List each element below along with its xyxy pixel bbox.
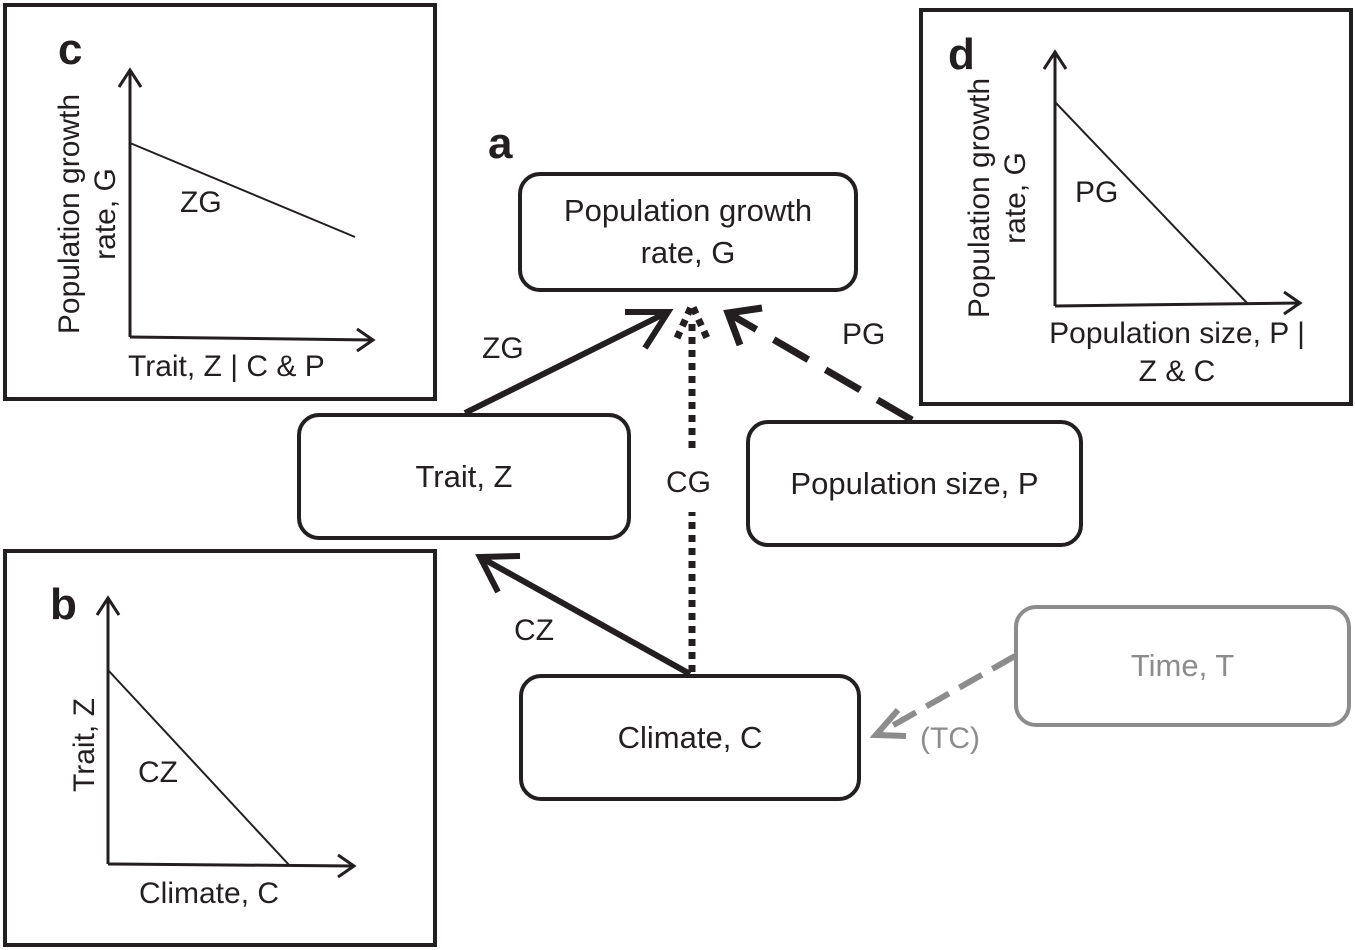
panel-d-line-label: PG bbox=[1075, 176, 1119, 209]
panel-b-y-axis-arrowhead bbox=[95, 595, 121, 616]
panel-b-cz-line bbox=[107, 669, 291, 867]
panel-b-line-label: CZ bbox=[138, 756, 178, 789]
panel-d-y-label: Population growth rate, G bbox=[962, 68, 1034, 328]
panel-c-x-label: Trait, Z | C & P bbox=[128, 350, 325, 383]
edge-zg-arrow bbox=[463, 309, 670, 416]
node-climate: Climate, C bbox=[519, 674, 861, 801]
panel-c-y-label-text: Population growth rate, G bbox=[53, 93, 122, 335]
panel-d-pg-line bbox=[1054, 101, 1249, 305]
panel-c-y-axis-arrowhead bbox=[117, 67, 143, 88]
edge-pg-arrowhead bbox=[723, 304, 763, 347]
panel-c-x-axis bbox=[129, 335, 374, 342]
node-population-growth-rate-label: Population growth rate, G bbox=[563, 193, 813, 270]
edge-cz-arrow bbox=[478, 554, 692, 677]
panel-d-y-axis-arrowhead bbox=[1042, 49, 1068, 70]
panel-c-line-label: ZG bbox=[180, 186, 222, 219]
panel-b-x-label: Climate, C bbox=[139, 877, 280, 910]
panel-a-letter: a bbox=[488, 119, 513, 168]
node-time: Time, T bbox=[1014, 605, 1351, 727]
edge-tc-arrowhead bbox=[869, 708, 907, 739]
node-trait: Trait, Z bbox=[297, 413, 631, 540]
panel-b-x-axis bbox=[107, 862, 355, 868]
panel-d-x-label: Population size, P | Z & C bbox=[1049, 317, 1305, 388]
node-climate-label: Climate, C bbox=[617, 719, 763, 755]
panel-b-x-axis-arrowhead bbox=[337, 853, 357, 879]
panel-c-letter: c bbox=[58, 25, 83, 74]
node-population-size: Population size, P bbox=[746, 420, 1083, 547]
panel-d bbox=[919, 8, 1353, 406]
node-trait-label: Trait, Z bbox=[415, 458, 513, 494]
panel-b-letter: b bbox=[50, 580, 77, 629]
edge-pg-arrow bbox=[726, 309, 914, 424]
panel-c-y-label: Population growth rate, G bbox=[52, 84, 124, 344]
node-time-label: Time, T bbox=[1130, 648, 1235, 683]
panel-b bbox=[3, 549, 437, 947]
node-population-size-label: Population size, P bbox=[790, 465, 1039, 501]
edge-tc-arrow bbox=[874, 653, 1017, 738]
panel-d-x-axis bbox=[1054, 301, 1301, 308]
node-population-growth-rate: Population growth rate, G bbox=[518, 172, 858, 292]
edge-tc-label: (TC) bbox=[920, 722, 980, 755]
panel-b-y-label: Trait, Z bbox=[68, 698, 101, 792]
edge-cg-label: CG bbox=[666, 466, 711, 499]
panel-c-x-axis-arrowhead bbox=[356, 327, 376, 353]
panel-d-x-axis-arrowhead bbox=[1283, 290, 1303, 316]
edge-pg-label: PG bbox=[842, 318, 886, 351]
edge-zg-label: ZG bbox=[482, 332, 524, 365]
edge-cz-arrowhead bbox=[475, 553, 521, 594]
panel-d-y-label-text: Population growth rate, G bbox=[963, 77, 1032, 319]
panel-d-letter: d bbox=[948, 30, 975, 79]
edge-cz-label: CZ bbox=[514, 614, 554, 647]
panel-c-zg-line bbox=[129, 142, 356, 238]
edge-zg-arrowhead bbox=[625, 309, 674, 350]
edge-cg-arrowhead bbox=[673, 296, 711, 340]
